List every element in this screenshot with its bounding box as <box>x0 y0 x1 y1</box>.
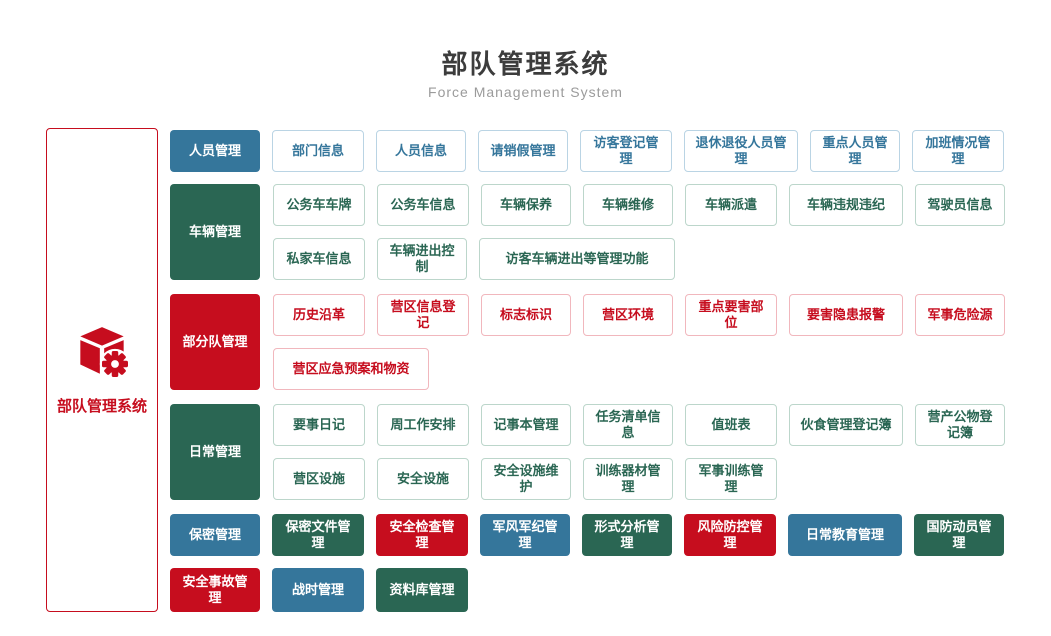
category-secrecy[interactable]: 保密管理 <box>170 514 260 556</box>
item-box[interactable]: 营区设施 <box>273 458 365 500</box>
item-box[interactable]: 安全设施 <box>377 458 469 500</box>
item-box[interactable]: 部门信息 <box>272 130 364 172</box>
item-box[interactable]: 风险防控管理 <box>684 514 776 556</box>
item-box[interactable]: 访客车辆进出等管理功能 <box>479 238 675 280</box>
item-box[interactable]: 军风军纪管理 <box>480 514 570 556</box>
item-box[interactable]: 训练器材管理 <box>583 458 673 500</box>
cube-gear-icon <box>76 325 131 382</box>
item-box[interactable]: 加班情况管理 <box>912 130 1004 172</box>
item-box[interactable]: 访客登记管理 <box>580 130 672 172</box>
item-box[interactable]: 安全设施维护 <box>481 458 571 500</box>
item-box[interactable]: 保密文件管理 <box>272 514 364 556</box>
row-vehicle-2: 私家车信息 车辆进出控制 访客车辆进出等管理功能 <box>273 238 675 280</box>
item-box[interactable]: 值班表 <box>685 404 777 446</box>
item-box[interactable]: 车辆进出控制 <box>377 238 467 280</box>
item-box[interactable]: 车辆派遣 <box>685 184 777 226</box>
item-box[interactable]: 重点要害部位 <box>685 294 777 336</box>
item-box[interactable]: 任务清单信息 <box>583 404 673 446</box>
category-unit[interactable]: 部分队管理 <box>170 294 260 390</box>
item-box[interactable]: 安全检查管理 <box>376 514 468 556</box>
item-box[interactable]: 车辆维修 <box>583 184 673 226</box>
item-box[interactable]: 营区应急预案和物资 <box>273 348 429 390</box>
row-secrecy: 保密管理 保密文件管理 安全检查管理 军风军纪管理 形式分析管理 风险防控管理 … <box>170 514 1004 556</box>
item-box[interactable]: 军事训练管理 <box>685 458 777 500</box>
item-box[interactable]: 重点人员管理 <box>810 130 900 172</box>
item-box[interactable]: 记事本管理 <box>481 404 571 446</box>
page-title: 部队管理系统 <box>441 49 610 79</box>
row-unit-2: 营区应急预案和物资 <box>273 348 429 390</box>
item-box[interactable]: 周工作安排 <box>377 404 469 446</box>
item-box[interactable]: 要害隐患报警 <box>789 294 903 336</box>
item-box[interactable]: 驾驶员信息 <box>915 184 1005 226</box>
item-box[interactable]: 国防动员管理 <box>914 514 1004 556</box>
row-daily-1: 要事日记 周工作安排 记事本管理 任务清单信息 值班表 伙食管理登记簿 营产公物… <box>273 404 1005 446</box>
category-accident[interactable]: 安全事故管理 <box>170 568 260 612</box>
category-vehicle[interactable]: 车辆管理 <box>170 184 260 280</box>
item-box[interactable]: 伙食管理登记簿 <box>789 404 903 446</box>
item-box[interactable]: 标志标识 <box>481 294 571 336</box>
item-box[interactable]: 资料库管理 <box>376 568 468 612</box>
row-daily-2: 营区设施 安全设施 安全设施维护 训练器材管理 军事训练管理 <box>273 458 777 500</box>
item-box[interactable]: 日常教育管理 <box>788 514 902 556</box>
item-box[interactable]: 营产公物登记簿 <box>915 404 1005 446</box>
item-box[interactable]: 营区环境 <box>583 294 673 336</box>
row-personnel: 人员管理 部门信息 人员信息 请销假管理 访客登记管理 退休退役人员管理 重点人… <box>170 130 1004 172</box>
row-unit-1: 历史沿革 营区信息登记 标志标识 营区环境 重点要害部位 要害隐患报警 军事危险… <box>273 294 1005 336</box>
item-box[interactable]: 历史沿革 <box>273 294 365 336</box>
category-personnel[interactable]: 人员管理 <box>170 130 260 172</box>
category-daily[interactable]: 日常管理 <box>170 404 260 500</box>
page-subtitle: Force Management System <box>428 84 623 100</box>
row-vehicle-1: 公务车车牌 公务车信息 车辆保养 车辆维修 车辆派遣 车辆违规违纪 驾驶员信息 <box>273 184 1005 226</box>
item-box[interactable]: 退休退役人员管理 <box>684 130 798 172</box>
item-box[interactable]: 请销假管理 <box>478 130 568 172</box>
item-box[interactable]: 公务车信息 <box>377 184 469 226</box>
item-box[interactable]: 要事日记 <box>273 404 365 446</box>
item-box[interactable]: 人员信息 <box>376 130 466 172</box>
item-box[interactable]: 营区信息登记 <box>377 294 469 336</box>
item-box[interactable]: 车辆保养 <box>481 184 571 226</box>
item-box[interactable]: 战时管理 <box>272 568 364 612</box>
item-box[interactable]: 公务车车牌 <box>273 184 365 226</box>
root-node[interactable]: 部队管理系统 <box>46 128 158 612</box>
item-box[interactable]: 私家车信息 <box>273 238 365 280</box>
root-node-label: 部队管理系统 <box>56 397 147 415</box>
item-box[interactable]: 形式分析管理 <box>582 514 672 556</box>
item-box[interactable]: 车辆违规违纪 <box>789 184 903 226</box>
row-accident: 安全事故管理 战时管理 资料库管理 <box>170 568 468 612</box>
item-box[interactable]: 军事危险源 <box>915 294 1005 336</box>
